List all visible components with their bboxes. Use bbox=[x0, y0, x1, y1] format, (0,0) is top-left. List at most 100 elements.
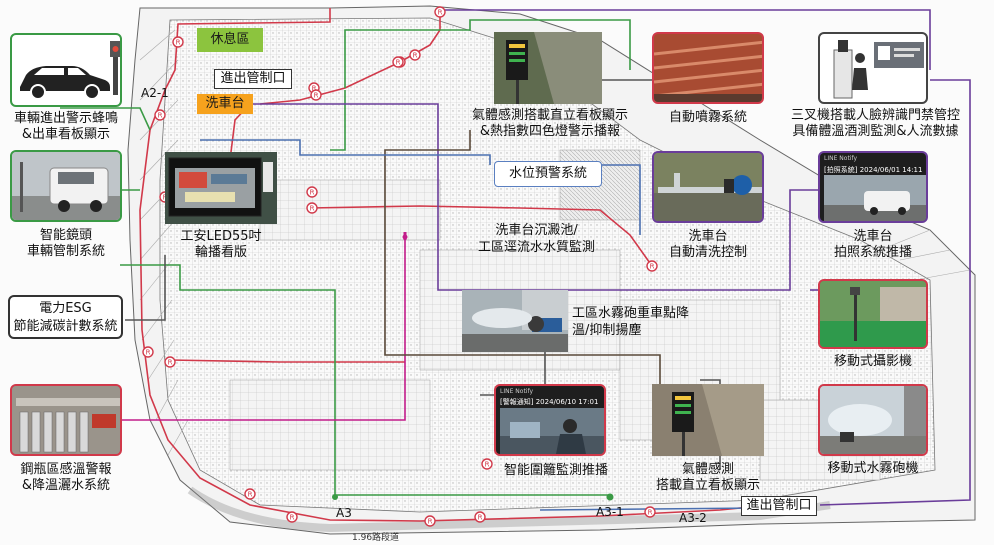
rest-area-label: 休息區 bbox=[197, 28, 263, 52]
fence-monitor-card[interactable]: LINE Notify [警報通知] 2024/06/10 17:01 bbox=[494, 384, 606, 456]
route-marker bbox=[310, 89, 322, 101]
route-marker bbox=[424, 515, 436, 527]
van-photo bbox=[12, 152, 120, 220]
route-marker-glyph: R bbox=[312, 85, 317, 93]
vehicle-warning-card[interactable] bbox=[10, 33, 122, 107]
mobile-camera-card[interactable] bbox=[818, 279, 928, 349]
mobile-mist-card[interactable] bbox=[818, 384, 928, 456]
gas-sensor-photo bbox=[494, 32, 602, 104]
car-wash-label: 洗車台 bbox=[197, 94, 253, 114]
spray-roof-photo bbox=[654, 34, 762, 102]
plan-block bbox=[229, 379, 431, 471]
gas-sensor-bottom-caption: 氣體感測 搭載直立看板顯示 bbox=[655, 462, 760, 493]
route-marker bbox=[164, 356, 176, 368]
route-marker-glyph: R bbox=[485, 461, 490, 469]
route-marker bbox=[409, 49, 421, 61]
mist-cannon-title: 工區水霧砲重車點降 溫/抑制揚塵 bbox=[572, 306, 690, 338]
route-marker-glyph: R bbox=[314, 92, 319, 100]
route-marker-glyph: R bbox=[310, 205, 315, 213]
photo-screen-header: LINE Notify bbox=[824, 155, 858, 162]
gas-sensor-bottom-card[interactable] bbox=[652, 384, 764, 456]
water-level-system-label: 水位預警系統 bbox=[494, 161, 602, 187]
gate-markers bbox=[332, 493, 614, 501]
gate-a2-1-label: A2-1 bbox=[141, 86, 169, 100]
vehicle-warning-caption: 車輛進出警示蜂鳴 &出車看板顯示 bbox=[13, 111, 118, 142]
mobile-camera-photo bbox=[820, 281, 926, 347]
mist-cannon-center-image bbox=[462, 290, 568, 352]
mobile-camera-caption: 移動式攝影機 bbox=[833, 354, 912, 369]
route-marker-glyph: R bbox=[248, 491, 253, 499]
wash-car-photo bbox=[824, 175, 926, 221]
route-marker-glyph: R bbox=[310, 189, 315, 197]
esg-label: 電力ESG 節能減碳計數系統 bbox=[8, 295, 123, 339]
route-marker bbox=[646, 260, 658, 272]
route-marker bbox=[172, 36, 184, 48]
smart-camera-caption: 智能鏡頭 車輛管制系統 bbox=[26, 228, 105, 259]
face-access-card[interactable] bbox=[818, 32, 928, 104]
wash-auto-caption: 洗車台 自動清洗控制 bbox=[668, 229, 747, 260]
face-access-caption: 三叉機搭載人臉辨識門禁管控 具備體溫酒測監測&人流數據 bbox=[790, 108, 960, 139]
fence-screen-logo: LINE Notify bbox=[500, 388, 534, 395]
cylinder-rack-photo bbox=[12, 386, 120, 454]
gas-sensor-top-card[interactable] bbox=[494, 32, 602, 104]
cylinder-area-caption: 鋼瓶區感溫警報 &降溫灑水系統 bbox=[20, 462, 112, 493]
sediment-monitor-title: 洗車台沉澱池/ 工區逕流水水質監測 bbox=[478, 223, 596, 255]
route-marker-glyph: R bbox=[650, 263, 655, 271]
gas-sensor-top-caption: 氣體感測搭載直立看板顯示 &熱指數四色燈警示播報 bbox=[471, 108, 628, 139]
auto-spray-caption: 自動噴霧系統 bbox=[668, 110, 747, 125]
wash-pump-photo bbox=[654, 153, 762, 221]
led-board-caption: 工安LED55吋 輪播看版 bbox=[180, 229, 262, 260]
route-marker bbox=[474, 511, 486, 523]
smart-camera-card[interactable] bbox=[10, 150, 122, 222]
route-marker bbox=[244, 488, 256, 500]
route-marker bbox=[142, 346, 154, 358]
plan-block bbox=[259, 179, 441, 241]
cylinder-area-card[interactable] bbox=[10, 384, 122, 456]
gate-a3-2-label: A3-2 bbox=[679, 511, 707, 525]
terrain-lines bbox=[139, 29, 971, 456]
gas-sensor-bottom-photo bbox=[652, 384, 764, 456]
led-board-card[interactable] bbox=[165, 152, 277, 224]
gate-a3-label: A3 bbox=[336, 506, 352, 520]
car-icon bbox=[20, 41, 120, 100]
route-marker bbox=[434, 6, 446, 18]
bottom-road bbox=[187, 486, 831, 533]
wash-photo-card[interactable]: LINE Notify [拍照系統] 2024/06/01 14:11 bbox=[818, 151, 928, 223]
mist-cannon-photo bbox=[820, 386, 926, 454]
entry-exit-bottom-label: 進出管制口 bbox=[741, 496, 817, 516]
wash-auto-card[interactable] bbox=[652, 151, 764, 223]
route-marker-glyph: R bbox=[290, 514, 295, 522]
route-marker-glyph: R bbox=[146, 349, 151, 357]
route-markers: RRRRRRRRRRRRRRRRRRRRR bbox=[142, 6, 766, 527]
fence-monitor-caption: 智能圍籬監測推播 bbox=[503, 463, 608, 478]
mobile-mist-caption: 移動式水霧砲機 bbox=[827, 461, 919, 476]
route-marker bbox=[306, 186, 318, 198]
mist-cannon-center-photo[interactable] bbox=[462, 290, 568, 352]
route-marker-glyph: R bbox=[438, 9, 443, 17]
fence-screen-title: [警報通知] 2024/06/10 17:01 bbox=[500, 398, 599, 406]
route-marker-glyph: R bbox=[478, 514, 483, 522]
route-marker-glyph: R bbox=[158, 112, 163, 120]
route-marker bbox=[392, 56, 404, 68]
route-marker-glyph: R bbox=[648, 509, 653, 517]
route-marker bbox=[306, 202, 318, 214]
route-marker bbox=[644, 506, 656, 518]
photo-screen-title: [拍照系統] 2024/06/01 14:11 bbox=[824, 166, 923, 174]
route-marker bbox=[154, 109, 166, 121]
entry-exit-top-label: 進出管制口 bbox=[214, 69, 292, 89]
route-marker-glyph: R bbox=[396, 59, 401, 67]
route-marker-glyph: R bbox=[168, 359, 173, 367]
fence-camera-photo bbox=[500, 408, 604, 454]
face-gate-icon bbox=[833, 40, 924, 99]
led-screen-photo bbox=[165, 152, 277, 224]
road-label: 1.96路段道 bbox=[352, 533, 400, 543]
gate-a3-1-label: A3-1 bbox=[596, 505, 624, 519]
wash-photo-caption: 洗車台 拍照系統推播 bbox=[833, 229, 912, 260]
route-marker bbox=[286, 511, 298, 523]
route-marker-glyph: R bbox=[413, 52, 418, 60]
auto-spray-card[interactable] bbox=[652, 32, 764, 104]
route-marker bbox=[481, 458, 493, 470]
route-marker-glyph: R bbox=[176, 39, 181, 47]
route-marker-glyph: R bbox=[428, 518, 433, 526]
